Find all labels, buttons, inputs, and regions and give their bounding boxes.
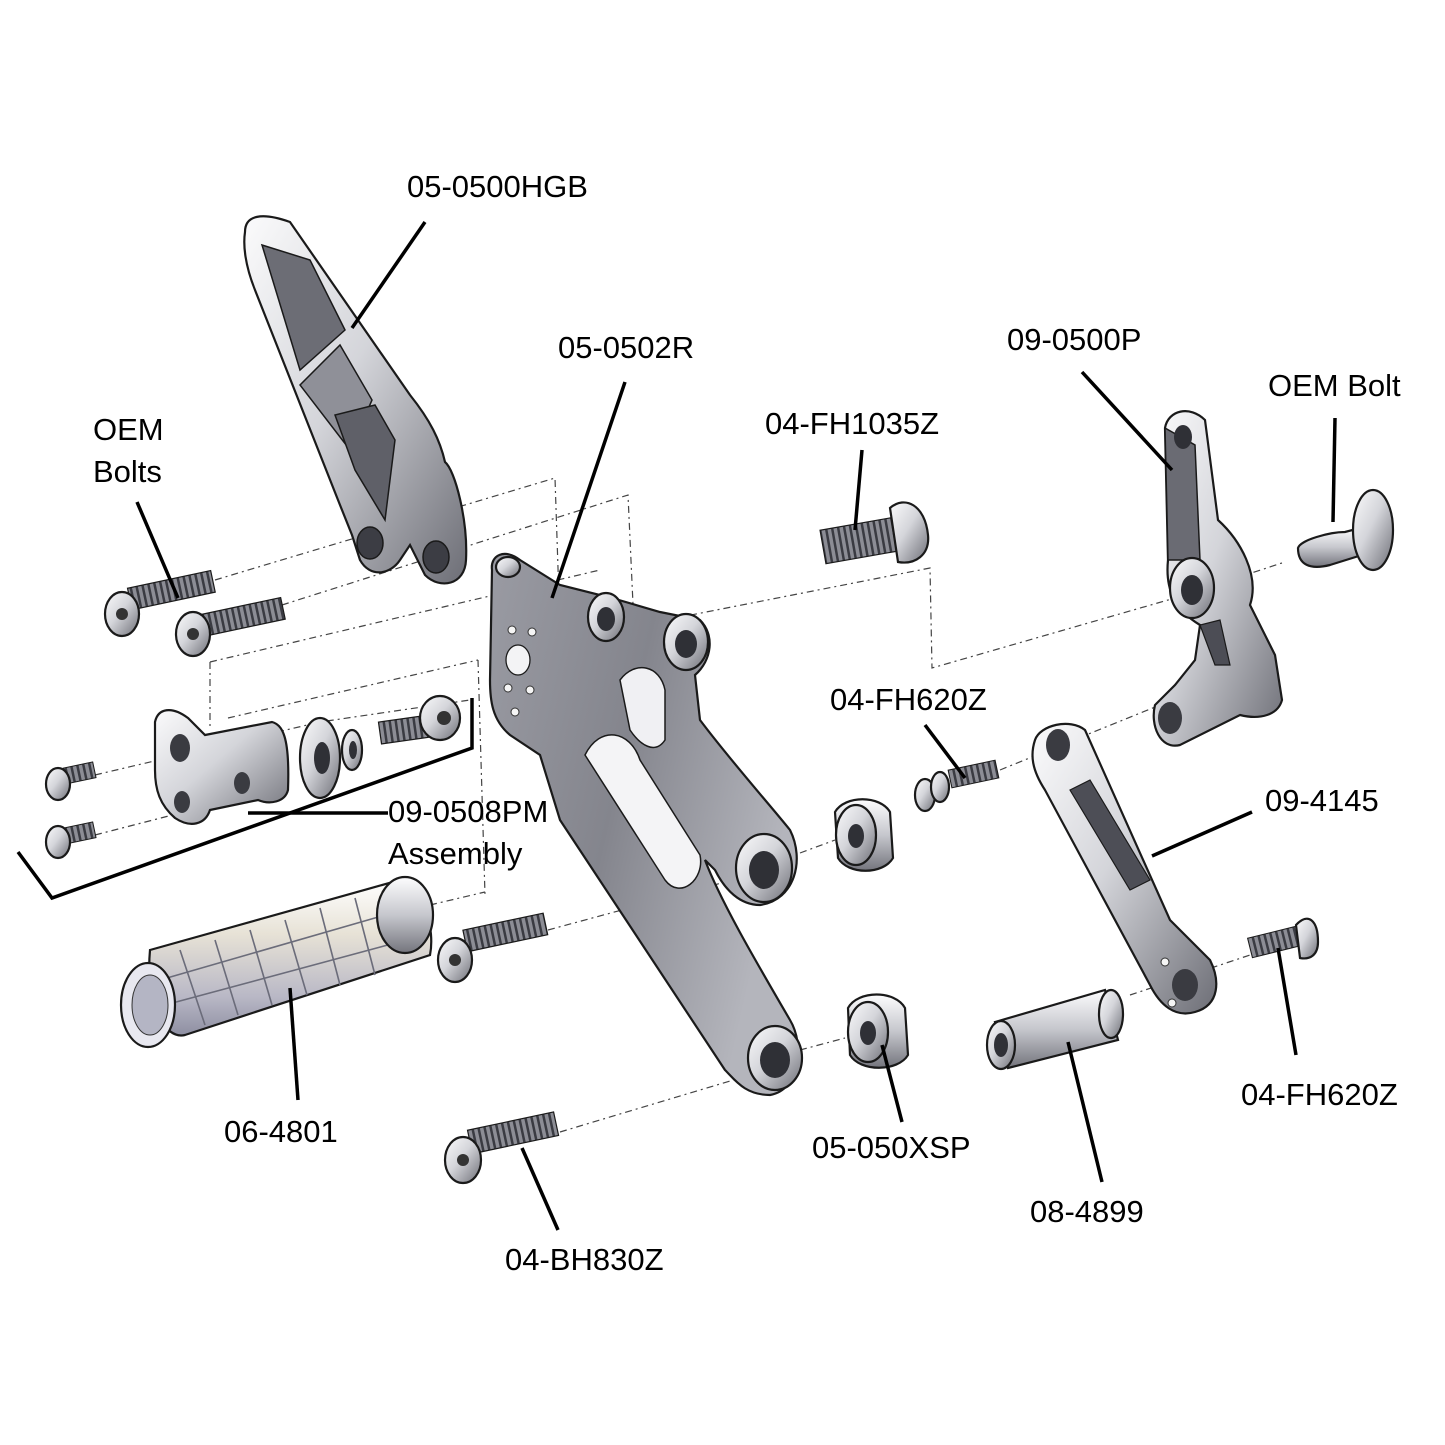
pm-assembly-part: [44, 694, 462, 860]
spacer-tube-part: [985, 988, 1125, 1071]
label-footpeg: 06-4801: [224, 1114, 338, 1149]
label-oem-bolts-2: Bolts: [93, 454, 162, 489]
label-main-plate: 05-0502R: [558, 330, 694, 365]
fh620-upper-part: [913, 759, 1000, 813]
heel-guard-part: [243, 215, 468, 585]
label-pm-assembly-2: Assembly: [388, 836, 523, 871]
leader-lines: [16, 221, 1337, 1231]
label-fh620-lower: 04-FH620Z: [1241, 1077, 1398, 1112]
label-heel-guard: 05-0500HGB: [407, 169, 588, 204]
fh620-lower-part: [1246, 917, 1320, 960]
label-spacers: 05-050XSP: [812, 1130, 971, 1165]
label-oem-bolt: OEM Bolt: [1268, 368, 1401, 403]
pivot-lever-part: [1152, 410, 1284, 747]
spacers-part: [833, 798, 910, 1069]
oem-pivot-bolt-part: [1296, 488, 1395, 572]
label-bh830: 04-BH830Z: [505, 1242, 664, 1277]
footpeg-part: [119, 875, 435, 1049]
oem-bolts-part: [103, 569, 286, 658]
fh1035-screw-part: [819, 501, 930, 565]
label-oem-bolts-1: OEM: [93, 412, 164, 447]
bh830-bolt-part: [436, 912, 560, 1185]
part-labels: 05-0500HGB 05-0502R OEM Bolts 04-FH1035Z…: [93, 169, 1401, 1277]
label-pm-assembly-1: 09-0508PM: [388, 794, 548, 829]
main-plate-part: [488, 552, 804, 1097]
label-fh620-upper: 04-FH620Z: [830, 682, 987, 717]
label-pivot-lever: 09-0500P: [1007, 322, 1141, 357]
label-fh1035: 04-FH1035Z: [765, 406, 939, 441]
linkage-part: [1031, 722, 1218, 1015]
label-linkage: 09-4145: [1265, 783, 1379, 818]
label-spacer-tube: 08-4899: [1030, 1194, 1144, 1229]
